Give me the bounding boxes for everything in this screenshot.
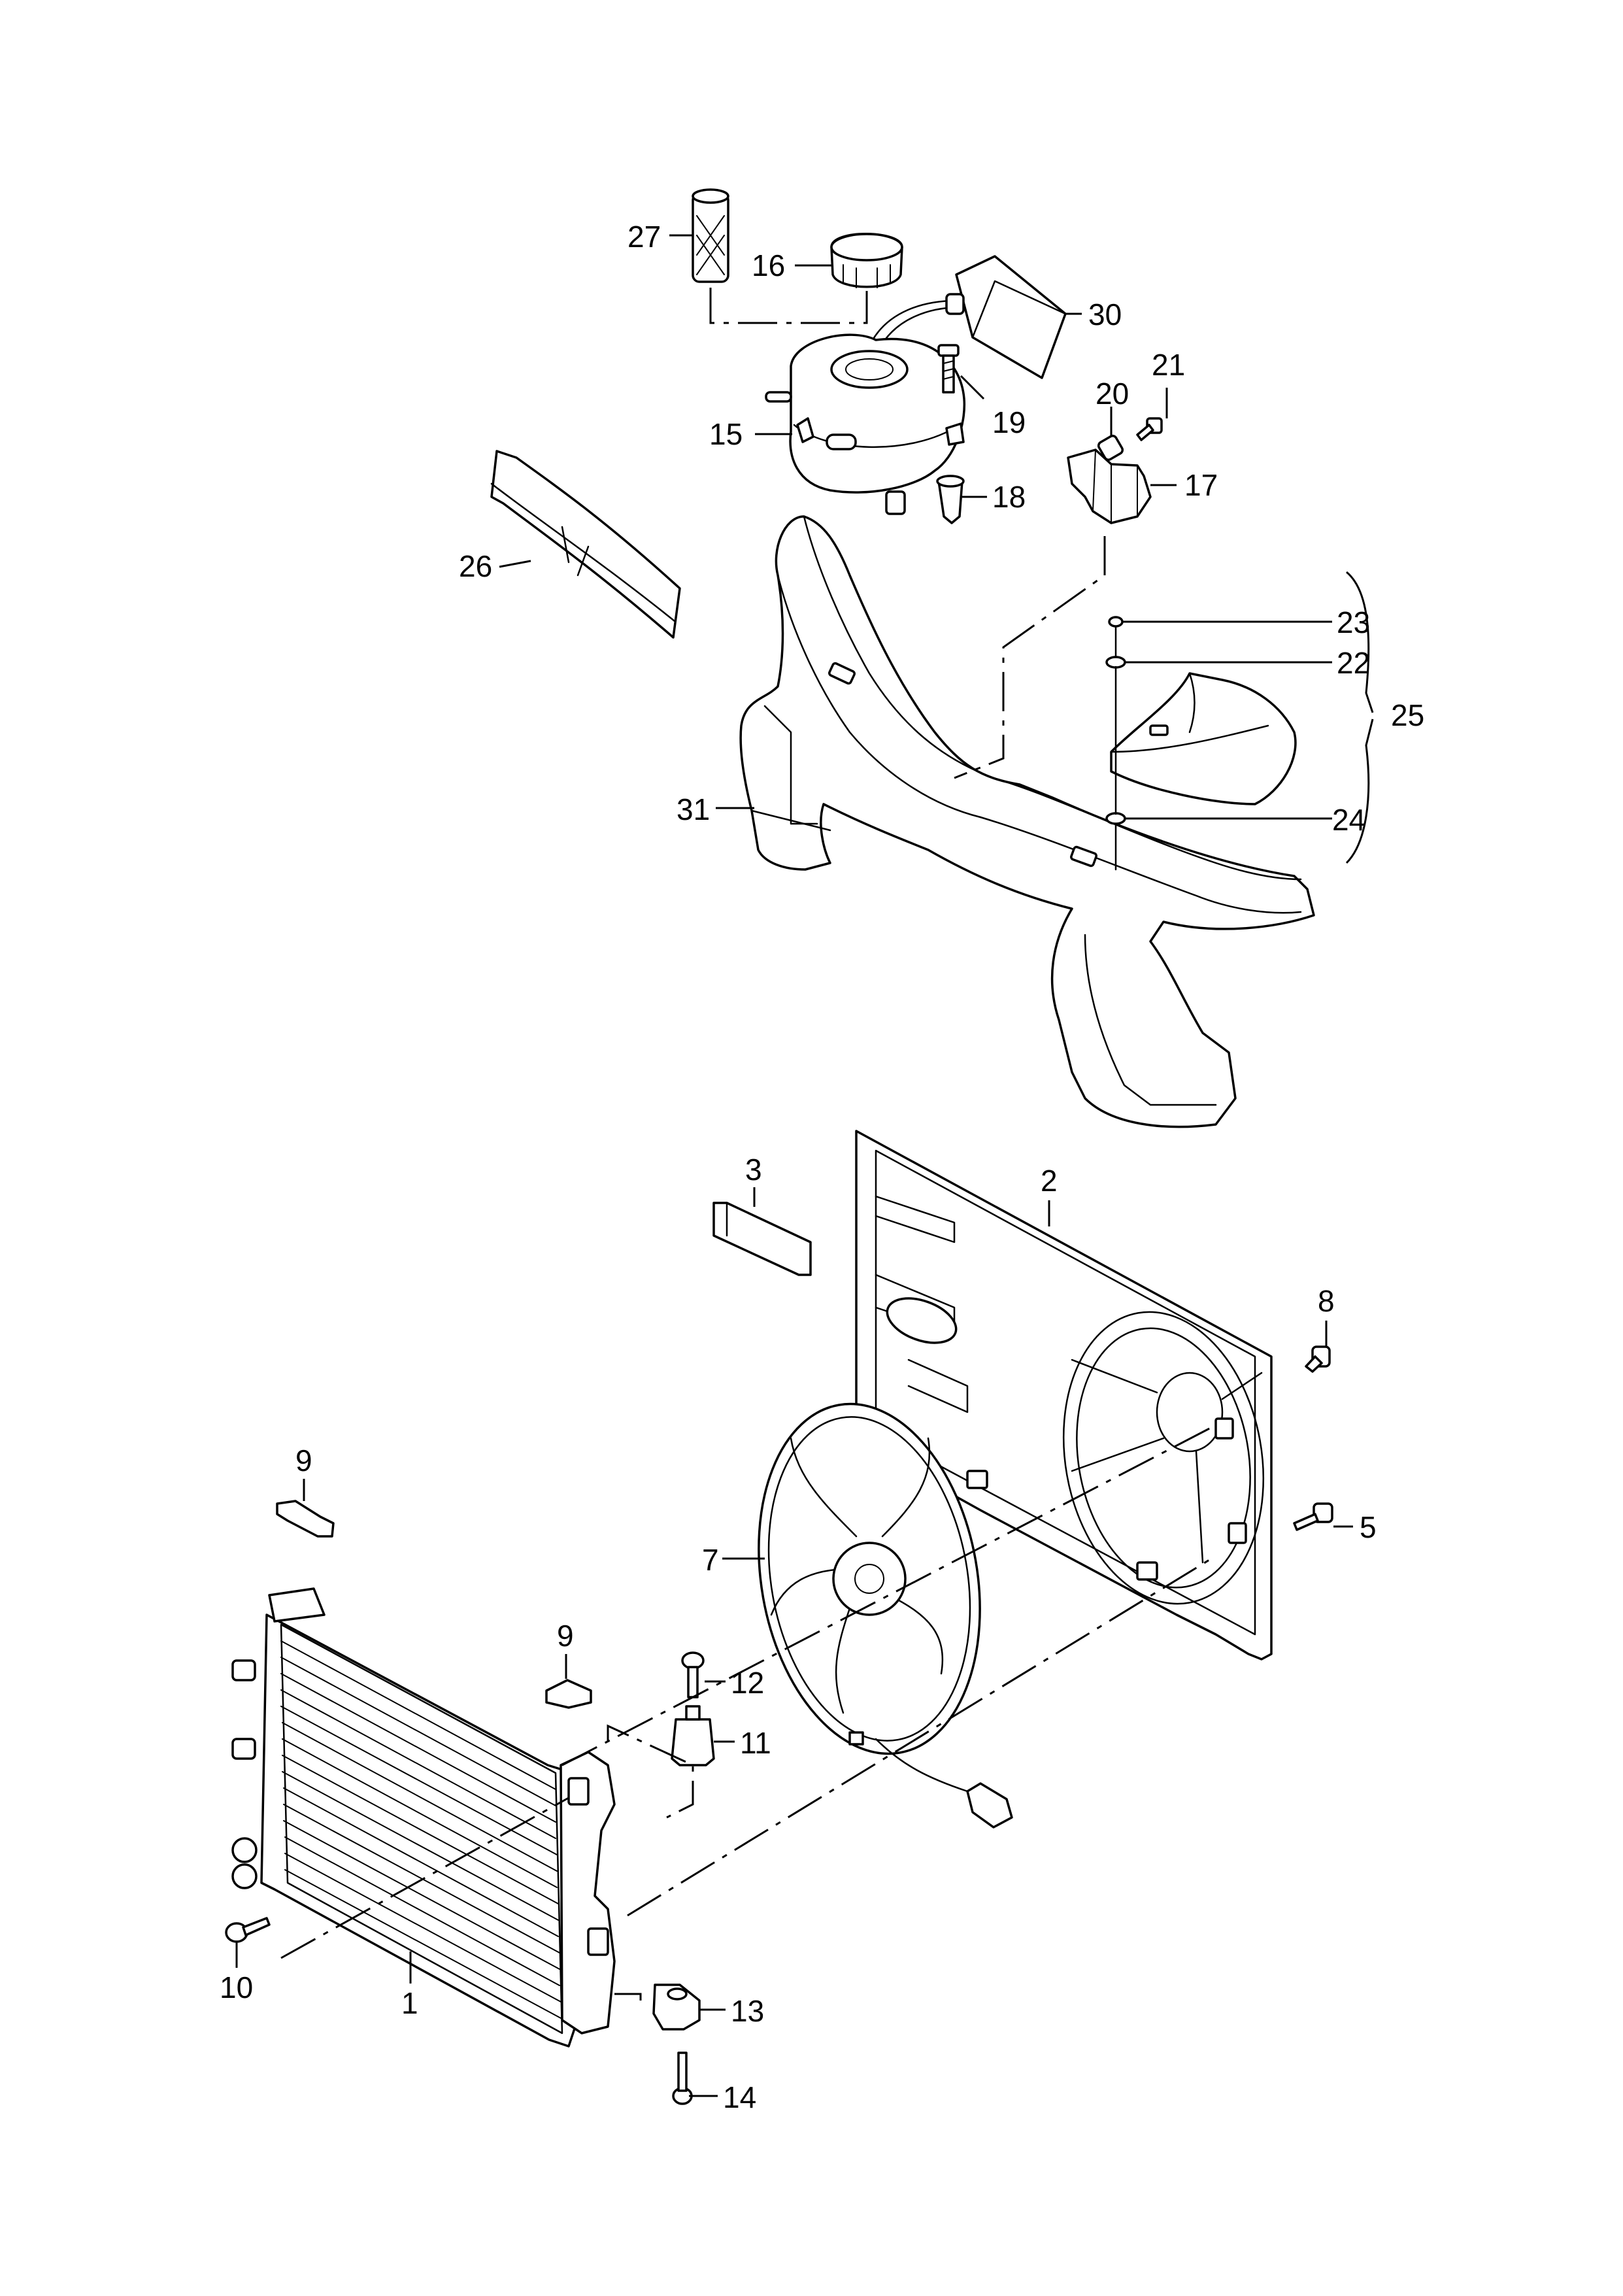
part-10-screw	[225, 1917, 271, 1943]
callout-1: 1	[401, 1986, 418, 2020]
callout-17: 17	[1184, 468, 1218, 502]
part-3-seal-strip	[712, 1202, 812, 1276]
callout-27: 27	[627, 220, 661, 254]
callout-7: 7	[702, 1543, 719, 1577]
part-21-bolt	[1136, 417, 1163, 441]
part-1-radiator	[231, 1587, 616, 2048]
callout-14-label: 14	[723, 2080, 756, 2114]
callout-15: 15	[709, 417, 743, 451]
part-26-seal-strip	[490, 450, 681, 639]
callout-12: 12	[731, 1666, 764, 1700]
part-31-lock-carrier	[739, 515, 1315, 1128]
part-15-expansion-tank	[765, 333, 966, 515]
callout-25: 25	[1391, 698, 1424, 732]
callout-24: 24	[1332, 803, 1365, 837]
part-8-bolt	[1305, 1345, 1331, 1373]
part-20-spacer	[1097, 434, 1124, 462]
callout-9-lower: 9	[557, 1619, 574, 1653]
part-25-cover-assembly	[1105, 616, 1297, 871]
callout-2: 2	[1041, 1164, 1058, 1198]
callout-13: 13	[731, 1994, 764, 2028]
callout-8: 8	[1318, 1284, 1335, 1318]
callout-9-upper: 9	[295, 1443, 312, 1477]
leader-lines	[235, 234, 1374, 2097]
callout-16: 16	[752, 248, 785, 282]
callout-10: 10	[220, 1970, 253, 2004]
callout-30: 30	[1088, 297, 1122, 331]
part-13-mount	[652, 1984, 701, 2031]
part-14-screw	[672, 2051, 693, 2105]
part-5-bolt	[1293, 1502, 1333, 1531]
callout-26: 26	[459, 549, 492, 583]
part-9-clip-lower	[545, 1679, 592, 1709]
callout-20: 20	[1096, 377, 1129, 411]
callout-31: 31	[677, 792, 710, 826]
callout-5: 5	[1360, 1510, 1377, 1544]
part-30-sensor	[856, 255, 1067, 384]
part-18-clip-nut	[936, 475, 965, 524]
callout-21: 21	[1152, 348, 1185, 382]
part-27-filter	[692, 188, 729, 283]
part-19-bolt	[937, 344, 960, 394]
part-9-clip-upper	[276, 1500, 335, 1538]
part-7-fan	[758, 1402, 1013, 1829]
callout-3: 3	[745, 1153, 762, 1187]
part-12-bolt	[681, 1651, 705, 1698]
part-17-bracket	[1067, 448, 1152, 524]
part-11-mount	[671, 1705, 715, 1766]
callout-18-label: 18	[992, 480, 1026, 514]
callout-labels: 27 16 30 21 20 19 15 17 26 23 22 25 24 3…	[220, 220, 1424, 2028]
callout-11: 11	[740, 1726, 771, 1760]
callout-23: 23	[1337, 605, 1370, 639]
part-16-cap	[830, 233, 903, 288]
part-2-fan-shroud	[855, 1130, 1273, 1661]
callout-22: 22	[1337, 646, 1370, 680]
assembly-lines	[280, 288, 1216, 2001]
callout-19: 19	[992, 405, 1026, 439]
